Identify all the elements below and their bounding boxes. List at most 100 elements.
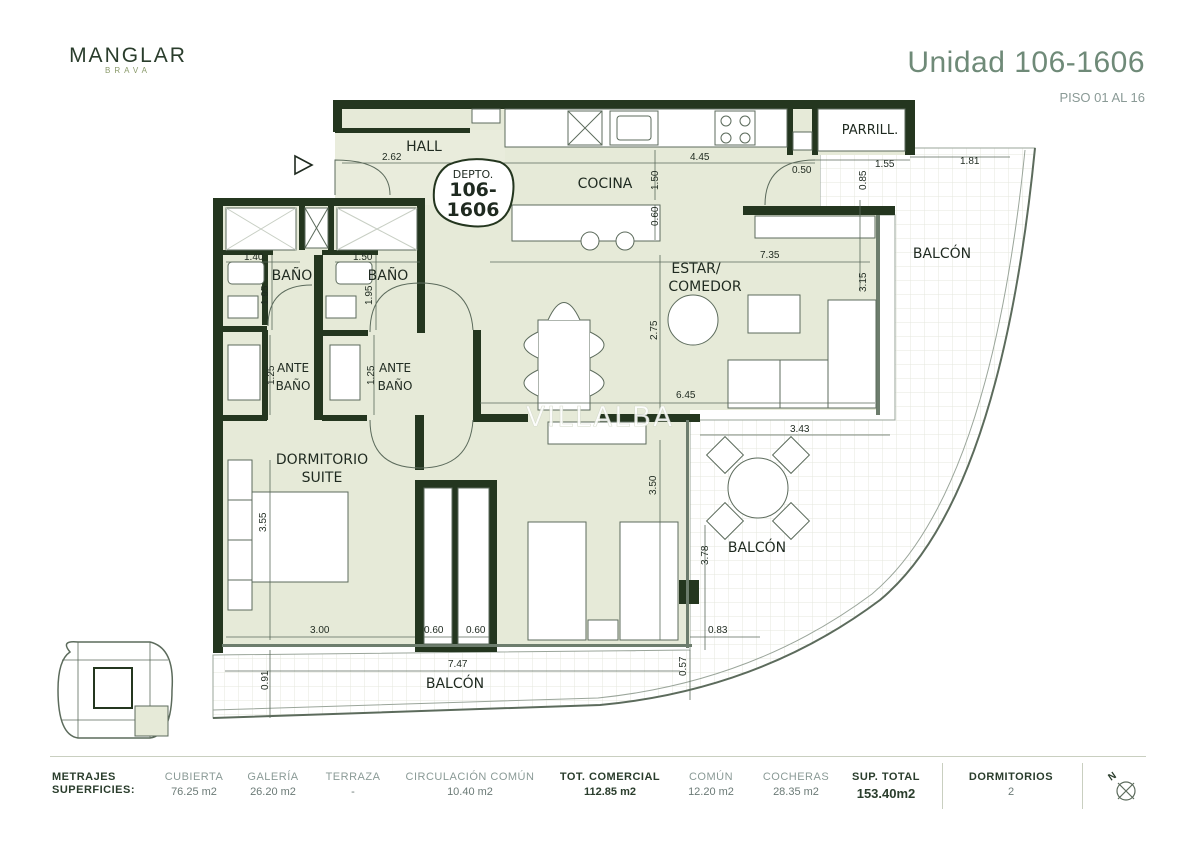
brand-logo: MANGLAR BRAVA — [58, 44, 198, 75]
col-galeria-value: 26.20 m2 — [250, 786, 296, 798]
room-bano-2: BAÑO — [368, 267, 409, 284]
dim-057: 0.57 — [678, 656, 689, 676]
unit-floors: PISO 01 AL 16 — [1059, 90, 1145, 105]
room-balcon-mid: BALCÓN — [728, 538, 786, 556]
col-sup-total: SUP. TOTAL 153.40m2 — [846, 771, 926, 801]
dining-set — [523, 294, 801, 411]
dim-735: 7.35 — [760, 250, 780, 261]
entry-arrow-icon — [294, 154, 314, 176]
wardrobe — [423, 487, 490, 645]
dim-378: 3.78 — [700, 545, 711, 565]
bed-suite — [227, 459, 349, 611]
dim-125b: 1.25 — [366, 365, 377, 385]
wall-bottom-thin — [222, 644, 692, 647]
col-terraza: TERRAZA - — [320, 771, 386, 798]
room-hall: HALL — [406, 139, 442, 155]
col-galeria: GALERÍA 26.20 m2 — [240, 771, 306, 798]
dim-445: 4.45 — [690, 152, 710, 163]
dim-150a: 1.50 — [650, 170, 661, 190]
col-cubierta-label: CUBIERTA — [164, 771, 224, 783]
dim-181: 1.81 — [960, 156, 980, 167]
dim-262: 2.62 — [382, 152, 402, 163]
col-tot-comercial-value: 112.85 m2 — [584, 786, 636, 798]
dim-060b: 0.60 — [424, 625, 444, 636]
depto-number-2: 1606 — [447, 199, 500, 221]
col-comun: COMÚN 12.20 m2 — [678, 771, 744, 798]
dim-060c: 0.60 — [466, 625, 486, 636]
dim-195b: 1.95 — [364, 285, 375, 305]
room-ante-bano-2b: BAÑO — [378, 378, 413, 393]
dim-150b: 1.50 — [353, 252, 373, 263]
footer-divider-1 — [942, 763, 943, 809]
dim-050: 0.50 — [792, 165, 812, 176]
key-plan — [57, 640, 174, 739]
col-dormitorios-value: 2 — [1007, 786, 1015, 798]
footer-title-1: METRAJES — [52, 771, 116, 783]
col-cocheras-value: 28.35 m2 — [773, 786, 819, 798]
dim-085: 0.85 — [858, 170, 869, 190]
room-suite: SUITE — [302, 470, 343, 486]
dim-091: 0.91 — [260, 670, 271, 690]
dim-343: 3.43 — [790, 424, 810, 435]
col-dormitorios-label: DORMITORIOS — [968, 771, 1054, 783]
footer-title: METRAJES SUPERFICIES: — [52, 771, 135, 797]
dim-060a: 0.60 — [650, 206, 661, 226]
col-circulacion: CIRCULACIÓN COMÚN 10.40 m2 — [400, 771, 540, 798]
room-parrilla: PARRILL. — [842, 123, 898, 138]
col-comun-label: COMÚN — [688, 771, 734, 783]
col-comun-value: 12.20 m2 — [688, 786, 734, 798]
dim-315: 3.15 — [858, 272, 869, 292]
dim-275: 2.75 — [649, 320, 660, 340]
col-tot-comercial: TOT. COMERCIAL 112.85 m2 — [556, 771, 664, 798]
footer-title-2: SUPERFICIES: — [52, 784, 136, 796]
col-terraza-value: - — [351, 786, 355, 798]
dimension-labels: 2.62 4.45 0.50 1.55 1.81 0.85 1.50 0.60 … — [244, 152, 980, 690]
balcony-table — [705, 435, 811, 541]
room-comedor: COMEDOR — [668, 279, 742, 295]
wall-right-thin — [686, 420, 689, 648]
room-cocina: COCINA — [578, 176, 633, 192]
bar-stools — [580, 231, 635, 251]
unit-title: Unidad 106-1606 — [907, 46, 1145, 79]
watermark: VILLALBA — [526, 400, 674, 433]
col-terraza-label: TERRAZA — [325, 771, 381, 783]
dim-645: 6.45 — [676, 390, 696, 401]
col-tot-comercial-label: TOT. COMERCIAL — [559, 771, 661, 783]
surface-footer: METRAJES SUPERFICIES: CUBIERTA 76.25 m2 … — [50, 756, 1146, 817]
dim-355: 3.55 — [258, 512, 269, 532]
col-dormitorios: DORMITORIOS 2 — [956, 771, 1066, 798]
stove-burners — [567, 110, 751, 146]
col-circulacion-label: CIRCULACIÓN COMÚN — [405, 771, 535, 783]
parrilla-box — [817, 108, 906, 152]
col-cocheras: COCHERAS 28.35 m2 — [756, 771, 836, 798]
col-sup-total-label: SUP. TOTAL — [852, 771, 920, 783]
col-cubierta: CUBIERTA 76.25 m2 — [156, 771, 232, 798]
ante-bath-doors — [267, 159, 816, 469]
depto-badge — [432, 158, 515, 228]
brand-sub: BRAVA — [105, 66, 151, 75]
room-balcon-bottom: BALCÓN — [426, 674, 484, 692]
tv-unit — [547, 421, 647, 445]
depto-number-1: 106- — [449, 179, 497, 201]
brand-name: MANGLAR — [69, 44, 187, 67]
dim-350: 3.50 — [648, 475, 659, 495]
beds-twin — [527, 521, 679, 641]
room-ante-bano-1b: BAÑO — [276, 378, 311, 393]
col-circulacion-value: 10.40 m2 — [447, 786, 493, 798]
floor-plan: DEPTO. 106- 1606 HALL COCINA PARRILL. ES… — [57, 100, 1036, 739]
col-galeria-label: GALERÍA — [247, 771, 299, 783]
room-estar: ESTAR/ — [671, 261, 721, 277]
balcony-outer-edge — [212, 147, 1036, 719]
col-cubierta-value: 76.25 m2 — [171, 786, 217, 798]
footer-divider-2 — [1082, 763, 1083, 809]
dim-155: 1.55 — [875, 159, 895, 170]
room-ante-bano-2a: ANTE — [379, 361, 411, 375]
room-dormitorio: DORMITORIO — [276, 452, 368, 468]
balcony-outer-edge-2 — [212, 149, 1026, 711]
dim-747: 7.47 — [448, 659, 468, 670]
north-label: N — [1106, 770, 1118, 783]
north-compass-icon: N — [1106, 770, 1136, 801]
dim-083: 0.83 — [708, 625, 728, 636]
sofa — [727, 299, 877, 409]
glazing-right — [876, 215, 880, 415]
